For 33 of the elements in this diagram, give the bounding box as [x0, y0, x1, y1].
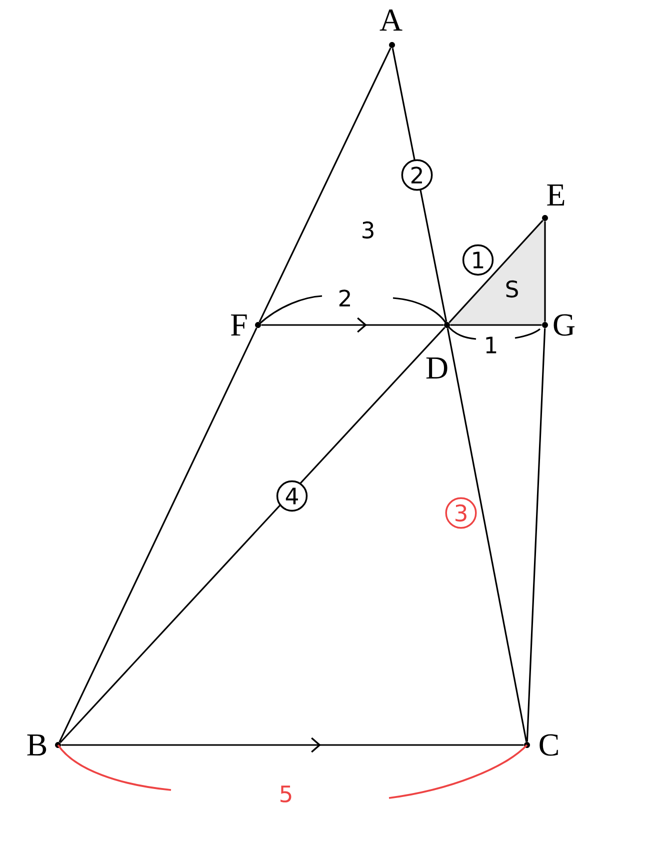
measure-label: S: [506, 280, 518, 298]
node-label: D: [426, 357, 448, 379]
line-segment: [526, 328, 546, 742]
line-segment: [61, 737, 524, 753]
line-segment: [450, 324, 542, 326]
line-segment: [544, 221, 546, 322]
labelled-point: C: [524, 734, 558, 756]
circled-number: 3: [445, 497, 477, 529]
line-segment: [392, 48, 448, 322]
labelled-point: B: [27, 734, 61, 756]
circled-number: 4: [276, 480, 308, 512]
measure-label: 2: [339, 290, 350, 306]
labelled-point: F: [231, 314, 261, 336]
node-label: G: [554, 314, 575, 336]
line-segment: [60, 326, 446, 744]
labelled-point: A: [380, 9, 402, 48]
circled-number: 1: [462, 244, 494, 276]
measure-label: 5: [280, 786, 292, 802]
labelled-point: G: [542, 314, 575, 336]
node-label: F: [231, 314, 247, 336]
line-segment: [446, 328, 528, 742]
node-label: E: [547, 184, 564, 206]
node-label: B: [27, 734, 46, 756]
node-label: C: [540, 734, 558, 756]
labelled-point: D: [426, 322, 450, 378]
measure-label: 3: [362, 221, 374, 239]
labelled-point: E: [542, 184, 564, 221]
line-segment: [261, 317, 444, 333]
line-segment: [58, 328, 258, 742]
measure-label: 1: [486, 336, 496, 354]
circled-number: 2: [401, 159, 433, 191]
line-segment: [258, 48, 392, 322]
node-label: A: [380, 9, 402, 31]
